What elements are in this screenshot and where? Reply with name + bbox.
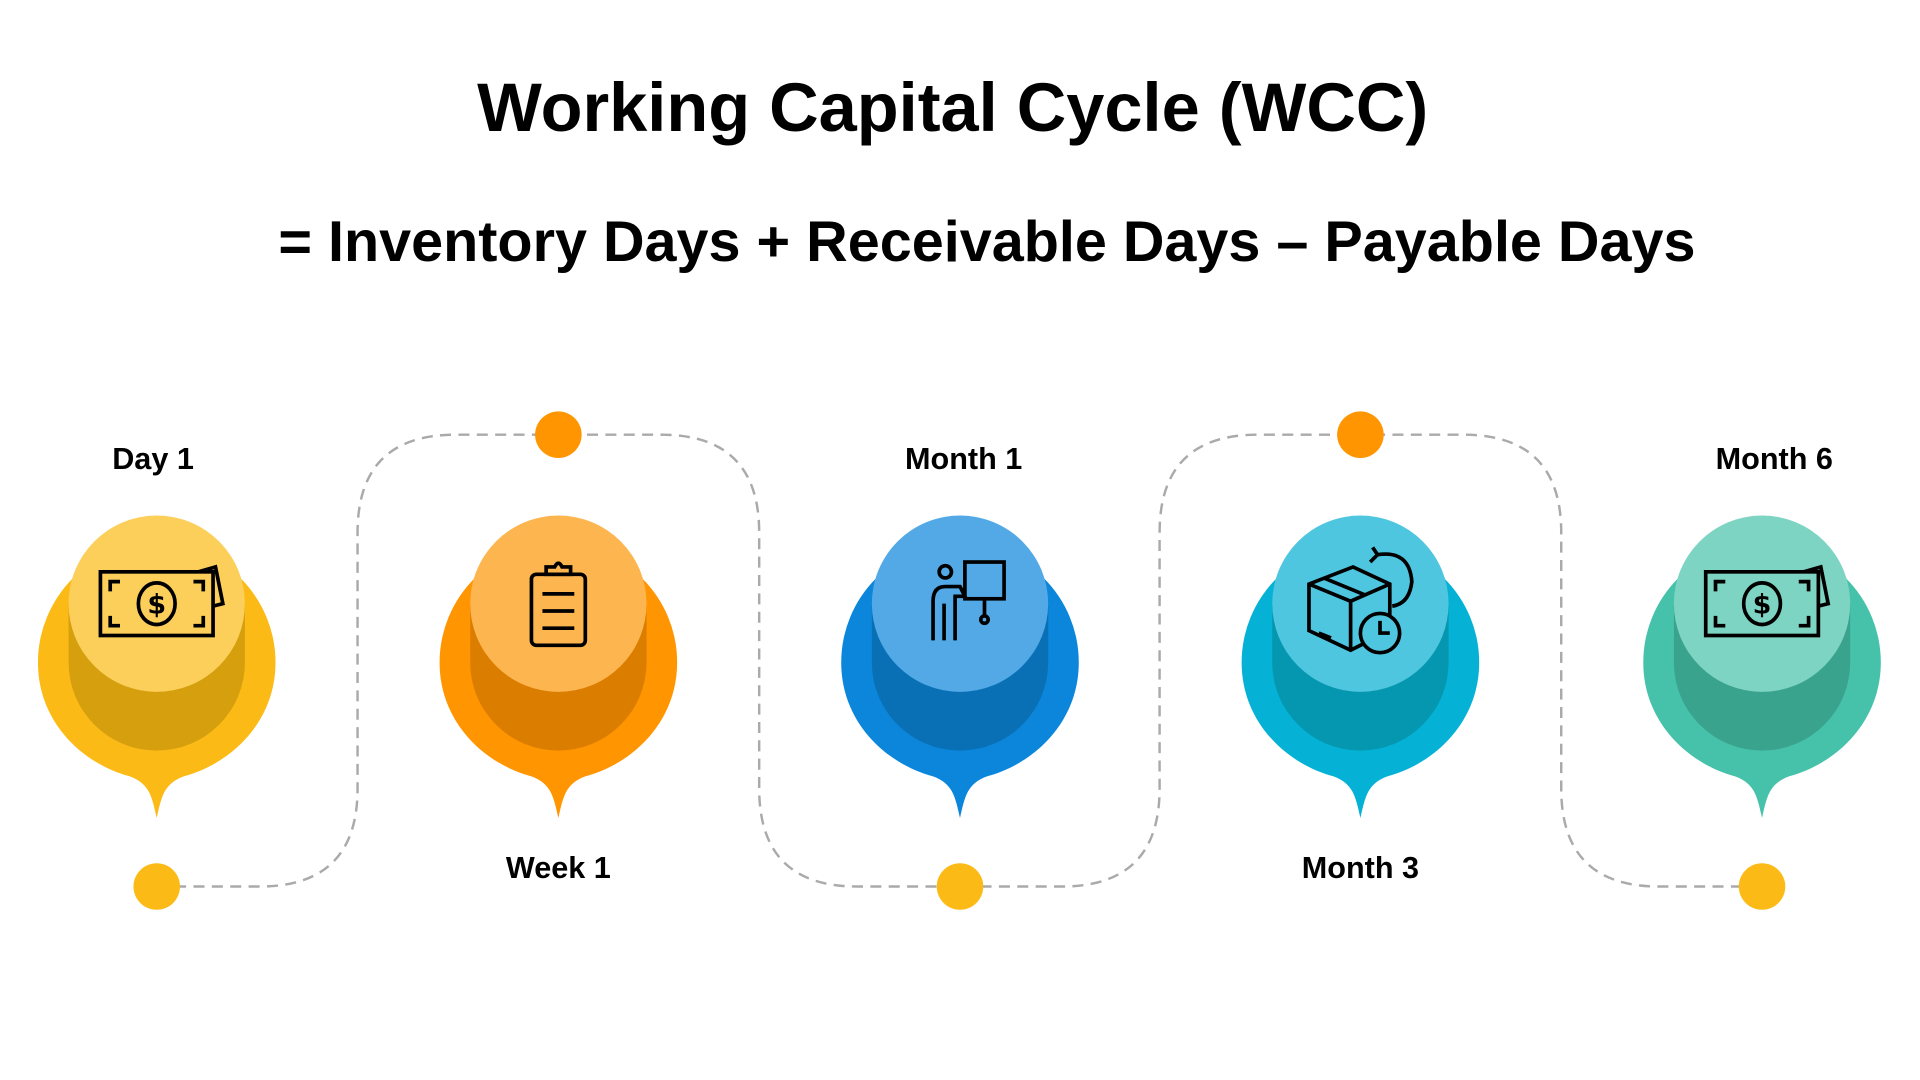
step-label-month-3: Month 3	[1302, 851, 1419, 885]
formula: = Inventory Days + Receivable Days – Pay…	[278, 210, 1695, 274]
step-pin-day-1: $	[37, 515, 276, 818]
step-pin-month-1	[841, 515, 1079, 818]
pin-inner	[470, 515, 647, 692]
title: Working Capital Cycle (WCC)	[477, 69, 1428, 146]
svg-text:$: $	[147, 589, 166, 620]
bottom-dot	[1738, 863, 1786, 910]
step-label-day-1: Day 1	[112, 442, 194, 476]
delivery-box-clock-icon	[1307, 546, 1414, 655]
bottom-dot	[936, 863, 984, 910]
top-dot	[535, 411, 582, 458]
step-pin-month-3	[1241, 515, 1480, 818]
clipboard-icon	[529, 561, 588, 648]
step-label-month-6: Month 6	[1716, 442, 1833, 476]
top-dot	[1337, 411, 1384, 458]
step-pin-month-6: $	[1643, 515, 1881, 818]
money-icon: $	[98, 564, 226, 638]
pin-inner	[871, 515, 1049, 692]
step-label-month-1: Month 1	[905, 442, 1022, 476]
presentation-icon	[931, 560, 1006, 641]
bottom-dot	[133, 863, 180, 910]
step-label-week-1: Week 1	[506, 851, 611, 885]
svg-text:$: $	[1753, 589, 1772, 620]
pin-inner	[1272, 515, 1449, 692]
money-icon: $	[1703, 564, 1831, 638]
step-pin-week-1	[439, 515, 678, 818]
